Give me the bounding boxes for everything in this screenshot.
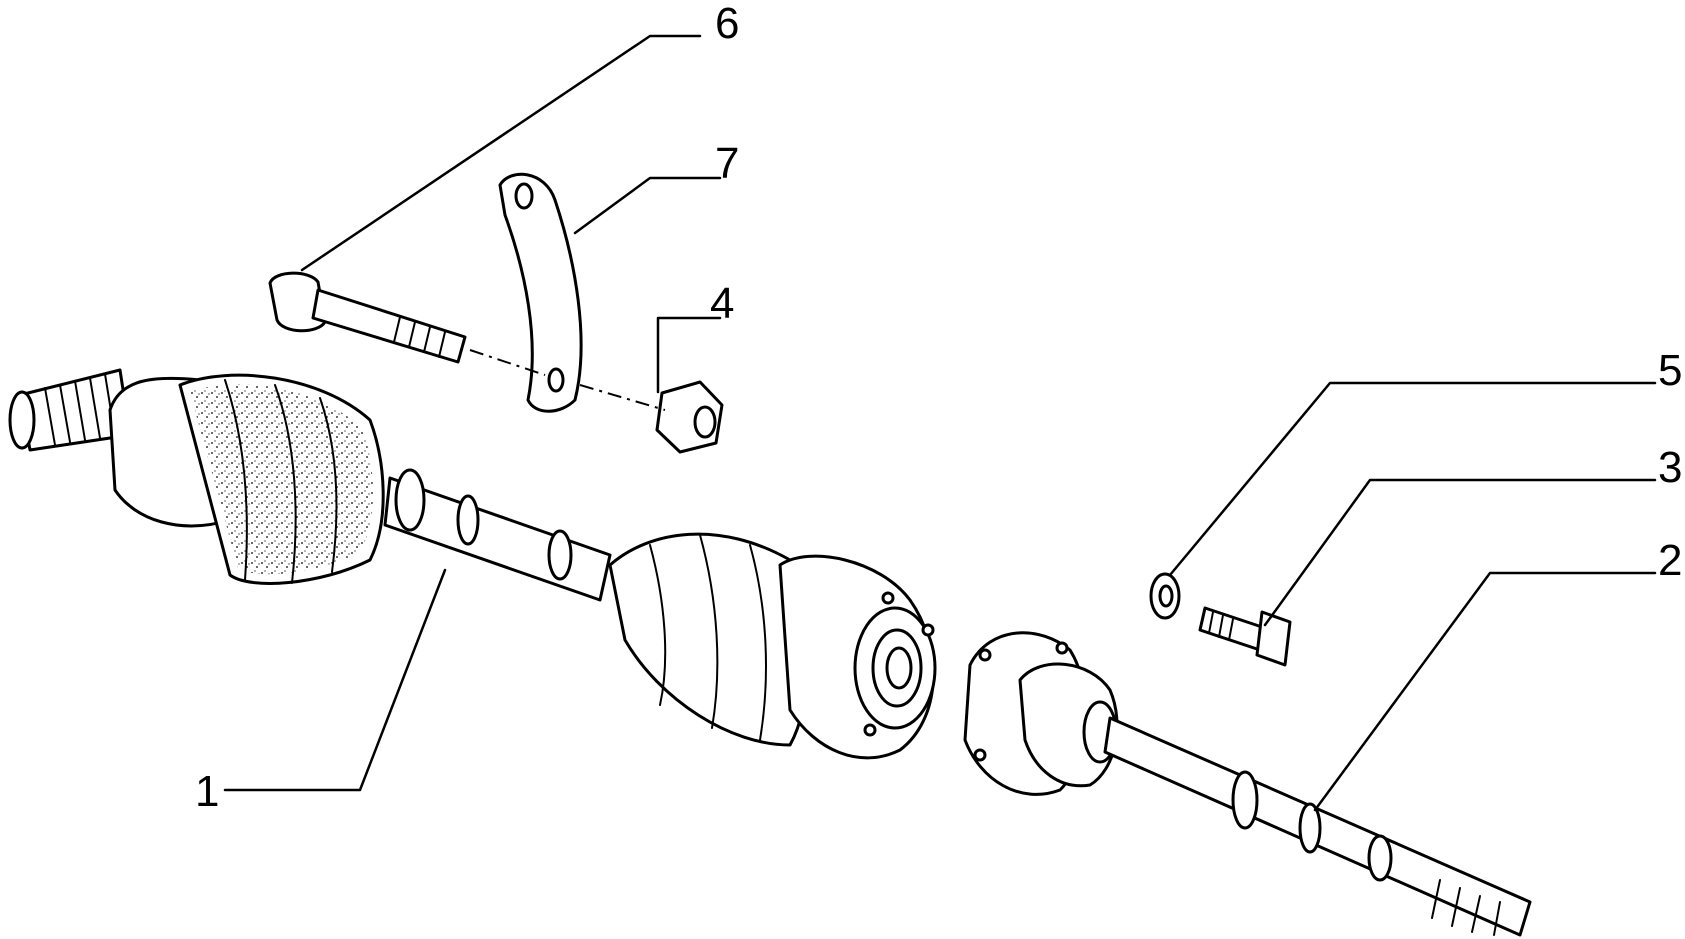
leader-3 [1263, 478, 1657, 627]
outer-boot [608, 532, 809, 747]
leader-2 [1313, 571, 1657, 812]
callout-labels: 1 2 3 4 5 6 7 [195, 0, 1682, 816]
callout-1: 1 [195, 767, 219, 816]
washer [1149, 572, 1181, 620]
callout-7: 7 [715, 139, 739, 188]
nut [655, 380, 724, 454]
callout-4: 4 [710, 279, 734, 328]
leader-5 [1168, 381, 1657, 577]
leader-6 [300, 34, 702, 272]
callout-6: 6 [715, 0, 739, 48]
callout-3: 3 [1658, 443, 1682, 492]
intermediate-shaft [963, 631, 1532, 937]
leader-7 [573, 176, 722, 235]
leader-4 [656, 316, 722, 394]
long-bolt [268, 271, 467, 364]
leader-1 [223, 568, 447, 792]
bracket [498, 172, 583, 413]
drive-shaft-assembly [8, 368, 937, 760]
callout-5: 5 [1658, 346, 1682, 395]
leader-lines [223, 34, 1657, 812]
callout-2: 2 [1658, 536, 1682, 585]
assembly-centerline [469, 349, 666, 411]
bolt [1198, 606, 1292, 667]
